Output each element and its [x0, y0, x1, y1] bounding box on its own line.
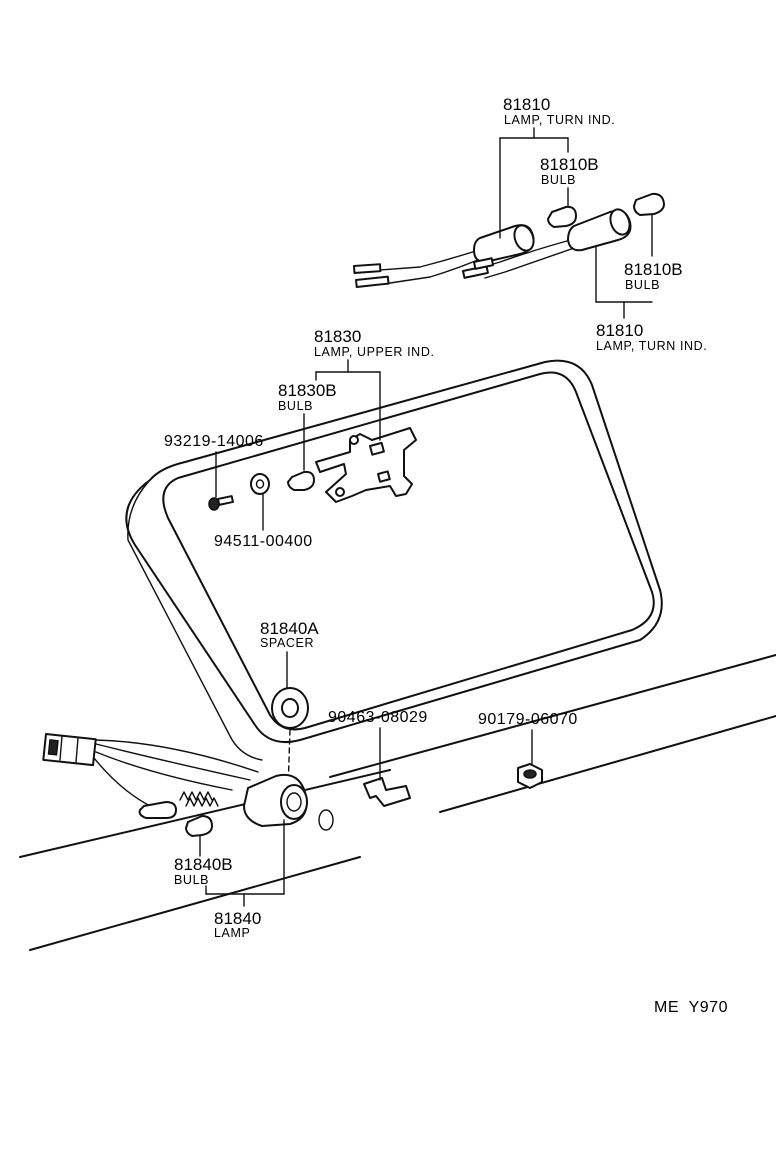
clip-icon — [363, 727, 411, 807]
label-81840a-num: 81840A — [260, 619, 319, 638]
label-81840-num: 81840 — [214, 909, 261, 928]
label-81810-right-num: 81810 — [596, 321, 643, 340]
label-81810b-top-desc: BULB — [541, 173, 576, 187]
label-81840a-desc: SPACER — [260, 636, 314, 650]
lamp-harness — [42, 733, 308, 837]
label-94511-00400: 94511-00400 — [214, 533, 313, 550]
label-81810-right-desc: LAMP, TURN IND. — [596, 339, 707, 353]
label-81830b-num: 81830B — [278, 381, 337, 400]
upper-bulb-icon — [287, 470, 315, 491]
leader-lines-top — [499, 127, 653, 319]
upper-ind-lamp — [315, 427, 417, 503]
label-81810b-right-desc: BULB — [625, 278, 660, 292]
label-90463-08029: 90463-08029 — [328, 709, 428, 726]
turn-lamp-top — [353, 224, 535, 288]
leader-lines-upper — [215, 359, 381, 531]
label-81840b-desc: BULB — [174, 873, 209, 887]
turn-lamp-right — [462, 208, 632, 279]
label-81810-top-desc: LAMP, TURN IND. — [504, 113, 615, 127]
spacer-icon — [271, 651, 309, 729]
screw-icon — [208, 495, 234, 511]
label-81830-num: 81830 — [314, 327, 361, 346]
label-81810-top-num: 81810 — [503, 95, 550, 114]
turn-bulb-top-icon — [547, 205, 577, 228]
label-81810b-right-num: 81810B — [624, 260, 683, 279]
label-93219-14006: 93219-14006 — [164, 433, 264, 450]
diagram-code: ME Y970 — [654, 999, 728, 1016]
nut-icon — [517, 729, 543, 789]
label-81840b-num: 81840B — [174, 855, 233, 874]
turn-bulb-right-icon — [633, 192, 665, 216]
leader-lines-bottom — [199, 819, 285, 907]
label-90179-06070: 90179-06070 — [478, 711, 578, 728]
label-81830b-desc: BULB — [278, 399, 313, 413]
label-81840-desc: LAMP — [214, 926, 250, 940]
panel-outline — [19, 359, 776, 951]
label-81810b-top-num: 81810B — [540, 155, 599, 174]
label-81830-desc: LAMP, UPPER IND. — [314, 345, 435, 359]
washer-icon — [250, 473, 270, 495]
